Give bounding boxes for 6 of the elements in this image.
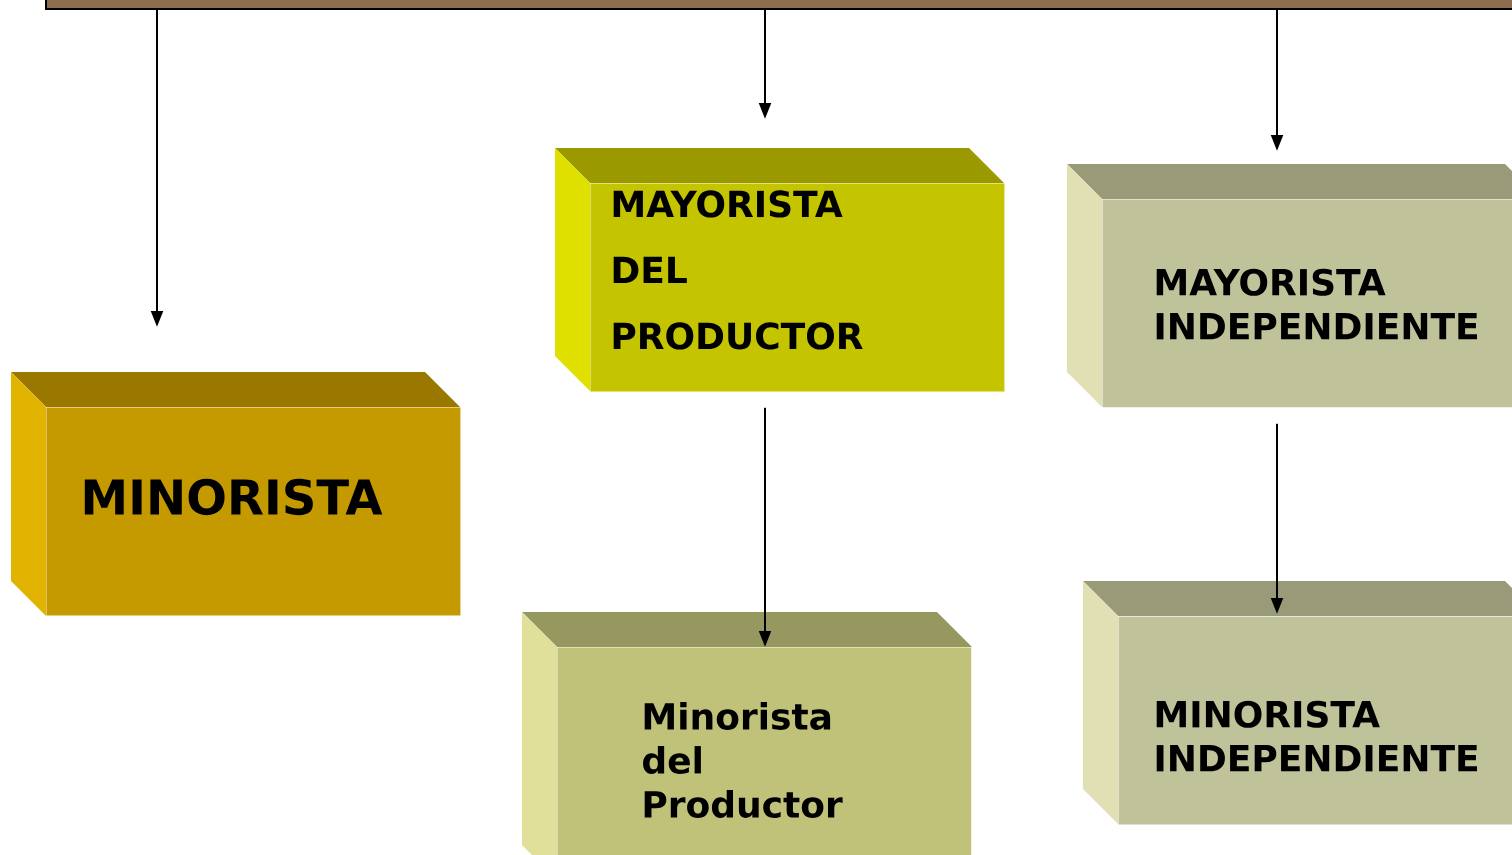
block-box: MINORISTA INDEPENDIENTE (1083, 581, 1512, 825)
bar (45, 0, 1512, 10)
block-box: MINORISTA (11, 372, 461, 616)
block-box: MAYORISTA INDEPENDIENTE (1067, 164, 1512, 408)
block-box: MAYORISTA DEL PRODUCTOR (555, 148, 1005, 392)
block-box: Minorista del Productor (522, 612, 972, 855)
